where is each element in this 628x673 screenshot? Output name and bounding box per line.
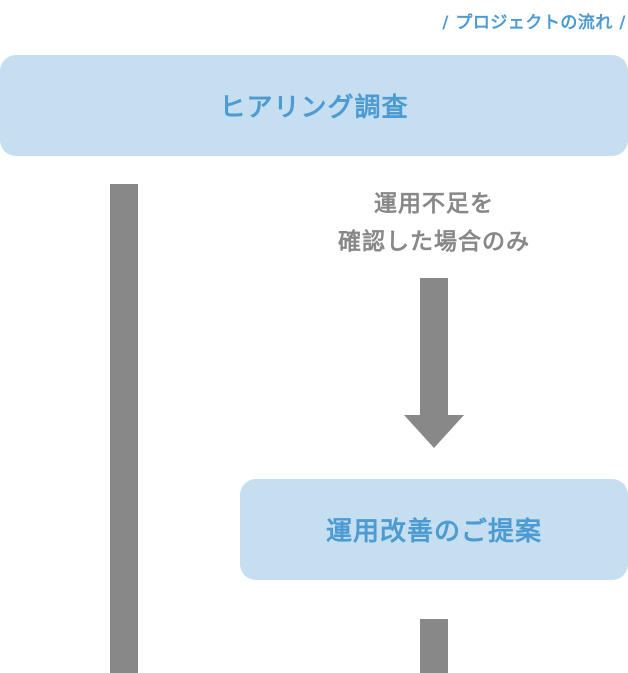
hearing-survey-step: ヒアリング調査 — [0, 55, 628, 156]
improvement-proposal-label: 運用改善のご提案 — [325, 517, 542, 547]
arrow-down-icon — [404, 278, 464, 448]
hearing-survey-label: ヒアリング調査 — [219, 93, 409, 123]
main-flow-connector — [110, 184, 138, 673]
project-flow-label: / プロジェクトの流れ / — [442, 13, 626, 33]
arrow-shaft — [420, 278, 448, 416]
condition-line-2: 確認した場合のみ — [338, 229, 530, 255]
proposal-flow-connector — [420, 619, 448, 673]
condition-note: 運用不足を 確認した場合のみ — [300, 185, 568, 261]
arrow-head — [404, 415, 464, 448]
improvement-proposal-step: 運用改善のご提案 — [240, 479, 628, 580]
condition-line-1: 運用不足を — [374, 191, 494, 217]
